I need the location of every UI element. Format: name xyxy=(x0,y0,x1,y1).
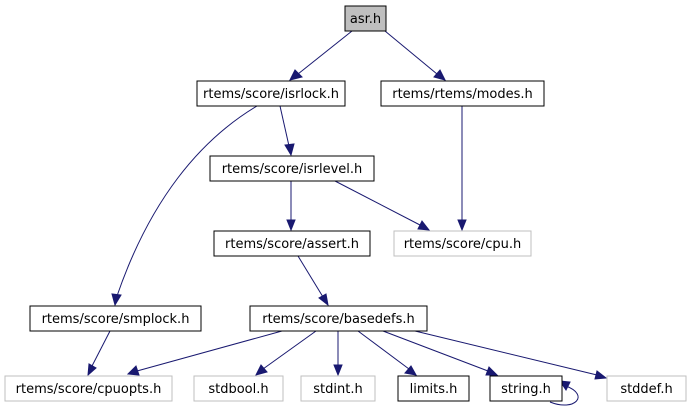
arrowhead xyxy=(457,219,467,232)
node-label: rtems/score/isrlevel.h xyxy=(222,162,363,177)
arrowhead xyxy=(87,363,97,377)
node-modes-h[interactable]: rtems/rtems/modes.h xyxy=(380,80,545,107)
edges xyxy=(87,30,608,406)
edge-basedefs-to-stdbool xyxy=(262,330,317,370)
edge-asr-to-isrlock xyxy=(297,30,353,75)
node-label: stddef.h xyxy=(620,382,672,397)
node-isrlock-h[interactable]: rtems/score/isrlock.h xyxy=(196,80,346,107)
node-label: rtems/rtems/modes.h xyxy=(392,87,533,102)
arrowhead xyxy=(404,365,417,376)
node-string-h[interactable]: string.h xyxy=(489,375,563,402)
arrowhead xyxy=(318,293,329,307)
nodes: asr.h rtems/score/isrlock.h rtems/rtems/… xyxy=(4,5,687,402)
arrowhead xyxy=(126,365,140,376)
node-asr-h[interactable]: asr.h xyxy=(344,5,387,32)
arrowhead xyxy=(255,364,268,376)
node-label: rtems/score/isrlock.h xyxy=(203,87,339,102)
node-smplock-h[interactable]: rtems/score/smplock.h xyxy=(29,305,202,332)
arrowhead xyxy=(417,220,431,231)
edge-basedefs-to-string xyxy=(382,330,489,372)
node-label: stdint.h xyxy=(313,382,362,397)
node-cpu-h[interactable]: rtems/score/cpu.h xyxy=(393,230,532,257)
arrowhead xyxy=(286,219,296,232)
edge-isrlock-to-isrlevel xyxy=(279,105,290,147)
node-label: rtems/score/assert.h xyxy=(225,237,359,252)
arrowhead xyxy=(111,293,122,307)
edge-isrlevel-to-cpu xyxy=(334,180,421,226)
arrowhead xyxy=(289,69,303,81)
node-stddef-h[interactable]: stddef.h xyxy=(606,375,687,402)
node-limits-h[interactable]: limits.h xyxy=(397,375,470,402)
node-stdint-h[interactable]: stdint.h xyxy=(300,375,376,402)
node-stdbool-h[interactable]: stdbool.h xyxy=(193,375,284,402)
edge-asr-to-modes xyxy=(384,30,438,75)
node-label: rtems/score/cpu.h xyxy=(404,237,522,252)
node-basedefs-h[interactable]: rtems/score/basedefs.h xyxy=(249,305,428,332)
node-assert-h[interactable]: rtems/score/assert.h xyxy=(213,230,371,257)
node-label: stdbool.h xyxy=(208,382,268,397)
edge-basedefs-to-cpuopts xyxy=(136,330,283,372)
node-label: rtems/score/cpuopts.h xyxy=(16,382,162,397)
arrowhead xyxy=(333,364,343,377)
arrowhead xyxy=(485,366,499,376)
node-label: rtems/score/basedefs.h xyxy=(262,312,415,327)
node-cpuopts-h[interactable]: rtems/score/cpuopts.h xyxy=(4,375,173,402)
edge-isrlock-to-smplock xyxy=(116,105,258,297)
node-isrlevel-h[interactable]: rtems/score/isrlevel.h xyxy=(209,155,375,182)
node-label: asr.h xyxy=(350,12,381,27)
arrowhead xyxy=(433,69,446,81)
edge-smplock-to-cpuopts xyxy=(91,330,111,367)
node-label: limits.h xyxy=(410,382,458,397)
edge-string-self-loop xyxy=(549,385,579,406)
edge-basedefs-to-limits xyxy=(357,330,410,370)
node-label: rtems/score/smplock.h xyxy=(42,312,190,327)
edge-basedefs-to-stddef xyxy=(414,330,598,376)
arrowhead xyxy=(594,370,608,380)
node-label: string.h xyxy=(501,382,551,397)
arrowhead xyxy=(284,143,295,157)
edge-assert-to-basedefs xyxy=(297,255,324,298)
